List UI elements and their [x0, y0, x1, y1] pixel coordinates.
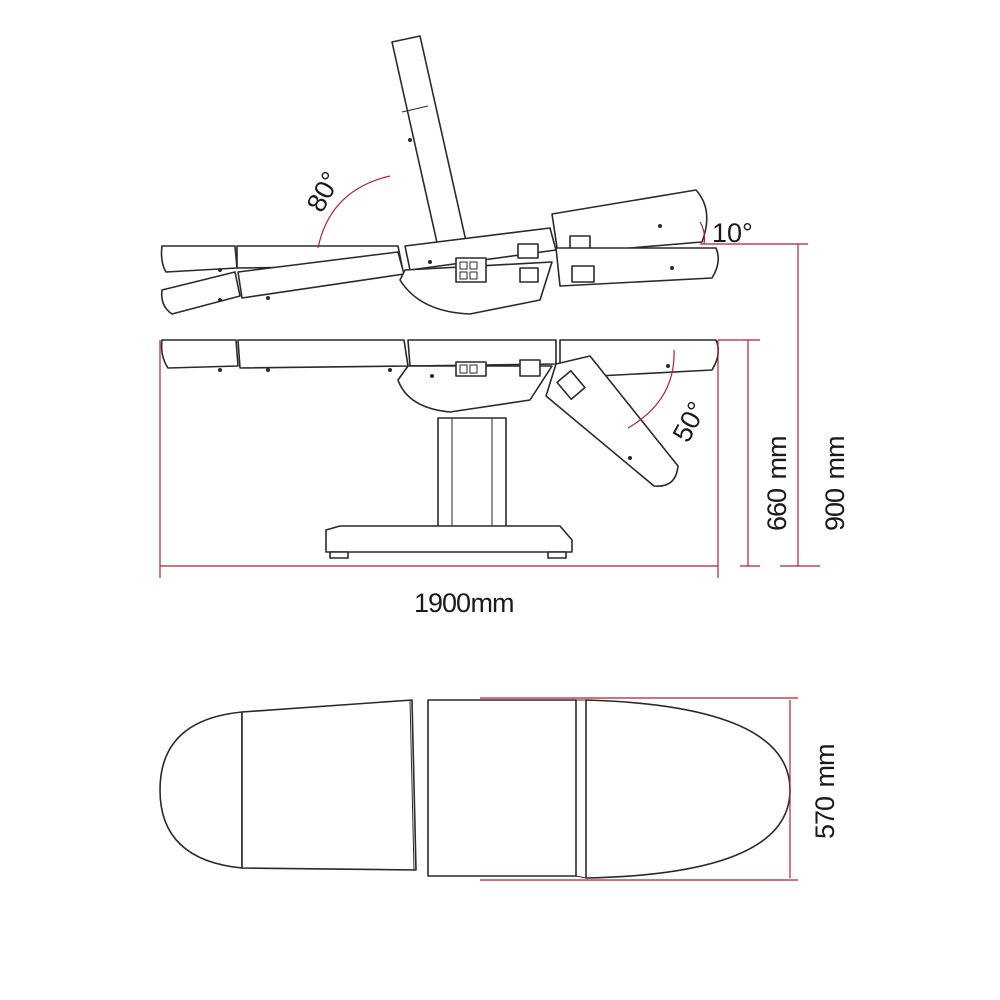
height-min-value: 660 [762, 489, 792, 531]
angle-label-80: 80° [301, 167, 347, 217]
width-unit: mm [810, 745, 840, 788]
side-view-positions [160, 35, 720, 315]
height-max-unit: mm [820, 437, 850, 480]
angle-arcs [317, 175, 706, 429]
seat-section-upper [399, 227, 557, 315]
side-view-bed [160, 339, 720, 559]
width-label: 570 mm [810, 745, 840, 840]
arc-50 [627, 349, 675, 429]
length-value: 1900 [414, 588, 470, 618]
width-value: 570 [810, 797, 840, 839]
height-max-value: 900 [820, 489, 850, 531]
head-pad-top [159, 711, 243, 869]
angle-label-50: 50° [667, 397, 713, 447]
backrest-raised-80 [391, 35, 469, 257]
base-housing [397, 359, 553, 413]
column-and-base [325, 417, 573, 559]
leg-pad-top [575, 699, 791, 879]
seat-pad-top [427, 699, 577, 877]
height-max-label: 900 mm [820, 437, 850, 532]
top-view-bed [159, 699, 791, 879]
length-unit: mm [471, 588, 514, 618]
back-pad-top [241, 699, 417, 871]
leg-section-raised-10 [551, 189, 708, 255]
dimension-lines [159, 243, 820, 881]
angle-label-10: 10° [712, 218, 753, 248]
leg-section-flat [555, 247, 720, 287]
height-min-label: 660 mm [762, 437, 792, 532]
height-min-unit: mm [762, 437, 792, 480]
arc-10 [699, 221, 706, 245]
length-label: 1900 mm [414, 588, 515, 618]
arc-80 [317, 175, 391, 249]
leg-section-lowered-50 [545, 355, 679, 487]
